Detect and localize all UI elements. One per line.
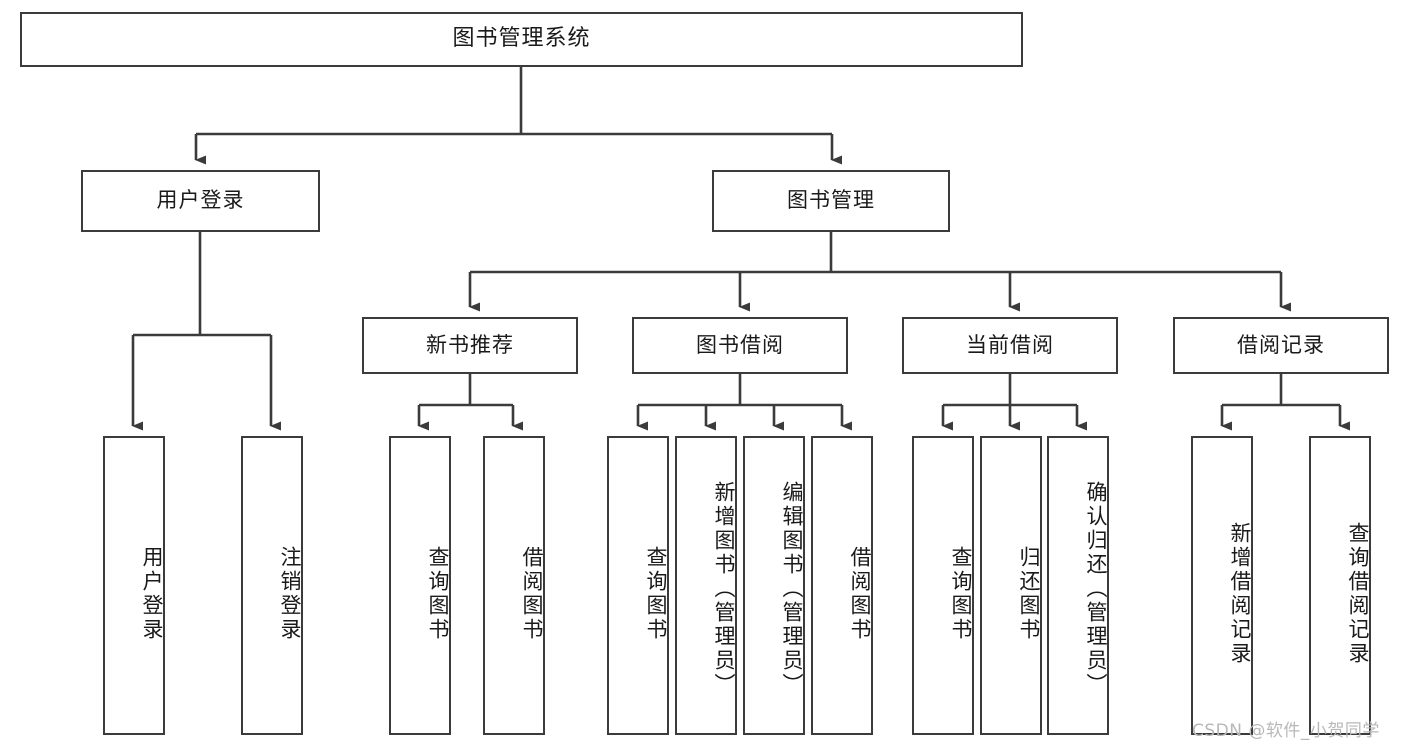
node-label: 新增借阅记录 — [1228, 521, 1252, 666]
node-leaf-borrow-book-1[interactable]: 借阅图书 — [483, 436, 545, 735]
node-leaf-add-book[interactable]: 新增图书（管理员） — [675, 436, 737, 735]
node-book-management[interactable]: 图书管理 — [712, 170, 950, 232]
node-leaf-add-record[interactable]: 新增借阅记录 — [1191, 436, 1253, 735]
node-leaf-confirm-return[interactable]: 确认归还（管理员） — [1047, 436, 1109, 735]
node-label: 编辑图书（管理员） — [780, 480, 804, 697]
node-leaf-borrow-book-2[interactable]: 借阅图书 — [811, 436, 873, 735]
node-leaf-query-book-2[interactable]: 查询图书 — [607, 436, 669, 735]
node-label: 借阅图书 — [520, 545, 544, 642]
node-leaf-query-record[interactable]: 查询借阅记录 — [1309, 436, 1371, 735]
node-label: 新增图书（管理员） — [712, 480, 736, 697]
node-new-book-recommend[interactable]: 新书推荐 — [362, 317, 578, 374]
node-label: 图书管理系统 — [452, 26, 591, 52]
node-borrow-record[interactable]: 借阅记录 — [1173, 317, 1389, 374]
node-user-login[interactable]: 用户登录 — [81, 170, 320, 232]
node-label: 用户登录 — [140, 545, 164, 642]
node-label: 当前借阅 — [966, 332, 1054, 357]
node-label: 图书管理 — [787, 188, 875, 213]
node-label: 查询借阅记录 — [1346, 521, 1370, 666]
node-leaf-edit-book[interactable]: 编辑图书（管理员） — [743, 436, 805, 735]
node-leaf-logout-login[interactable]: 注销登录 — [241, 436, 303, 735]
node-book-borrow[interactable]: 图书借阅 — [632, 317, 848, 374]
node-label: 用户登录 — [156, 188, 245, 213]
node-label: 图书借阅 — [696, 332, 784, 357]
node-label: 查询图书 — [949, 545, 973, 642]
node-label: 新书推荐 — [426, 332, 514, 357]
node-label: 查询图书 — [644, 545, 668, 642]
node-label: 确认归还（管理员） — [1084, 480, 1108, 697]
node-current-borrow[interactable]: 当前借阅 — [902, 317, 1118, 374]
node-leaf-query-book-1[interactable]: 查询图书 — [389, 436, 451, 735]
node-label: 查询图书 — [426, 545, 450, 642]
node-leaf-user-login[interactable]: 用户登录 — [103, 436, 165, 735]
node-label: 归还图书 — [1017, 545, 1041, 642]
node-label: 注销登录 — [278, 545, 302, 642]
node-leaf-query-book-3[interactable]: 查询图书 — [912, 436, 974, 735]
csdn-watermark: CSDN @软件_小贺同学 — [1192, 721, 1380, 741]
node-label: 借阅图书 — [848, 545, 872, 642]
node-root-system[interactable]: 图书管理系统 — [20, 12, 1023, 67]
node-label: 借阅记录 — [1237, 332, 1325, 357]
node-leaf-return-book[interactable]: 归还图书 — [980, 436, 1042, 735]
